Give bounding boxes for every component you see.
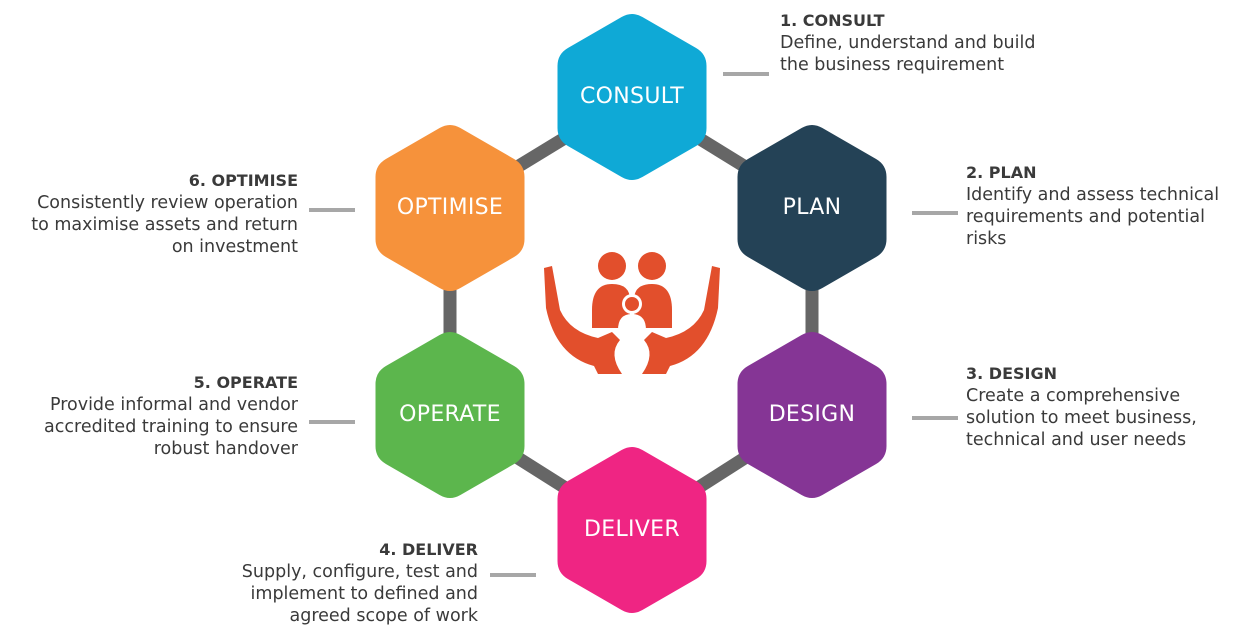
optimise-heading: 6. OPTIMISE	[188, 171, 298, 190]
operate-leader-line	[309, 420, 355, 424]
optimise-description-line: to maximise assets and return	[31, 215, 298, 235]
consult-description-line: the business requirement	[780, 55, 1005, 75]
deliver-heading: 4. DELIVER	[379, 540, 478, 559]
plan-leader-line	[912, 211, 958, 215]
design-description-line: Create a comprehensive	[966, 386, 1181, 406]
design-hexagon	[737, 332, 887, 498]
deliver-description-line: agreed scope of work	[289, 606, 478, 626]
optimise-description: 6. OPTIMISE Consistently review operation…	[31, 170, 298, 258]
deliver-leader-line	[490, 573, 536, 577]
consult-description-line: Define, understand and build	[780, 33, 1036, 53]
design-description-line: technical and user needs	[966, 430, 1187, 450]
plan-heading: 2. PLAN	[966, 163, 1037, 182]
operate-hexagon	[375, 332, 525, 498]
optimise-description-line: Consistently review operation	[37, 193, 298, 213]
operate-description-line: robust handover	[153, 439, 298, 459]
stage-hexagons	[375, 14, 887, 613]
operate-heading: 5. OPERATE	[193, 373, 298, 392]
consult-hexagon-label: CONSULT	[580, 84, 684, 109]
plan-hexagon	[737, 125, 887, 291]
optimise-description-line: on investment	[171, 237, 298, 257]
family-in-hands-icon	[544, 252, 720, 374]
deliver-hexagon	[557, 447, 707, 613]
plan-description-line: Identify and assess technical	[966, 185, 1220, 205]
design-description-line: solution to meet business,	[966, 408, 1197, 428]
design-leader-line	[912, 416, 958, 420]
plan-description-line: risks	[966, 229, 1007, 249]
operate-description-line: accredited training to ensure	[44, 417, 298, 437]
consult-hexagon	[557, 14, 707, 180]
optimise-leader-line	[309, 208, 355, 212]
optimise-hexagon	[375, 125, 525, 291]
design-hexagon-label: DESIGN	[768, 402, 856, 427]
deliver-hexagon-label: DELIVER	[584, 517, 680, 542]
deliver-description-line: Supply, configure, test and	[241, 562, 478, 582]
operate-hexagon-label: OPERATE	[399, 402, 501, 427]
deliver-description-line: implement to defined and	[250, 584, 478, 604]
design-heading: 3. DESIGN	[966, 364, 1057, 383]
operate-description-line: Provide informal and vendor	[49, 395, 298, 415]
plan-hexagon-label: PLAN	[782, 195, 842, 220]
consult-heading: 1. CONSULT	[780, 11, 885, 30]
optimise-hexagon-label: OPTIMISE	[396, 195, 504, 220]
plan-description-line: requirements and potential	[966, 207, 1205, 227]
consult-leader-line	[723, 72, 769, 76]
